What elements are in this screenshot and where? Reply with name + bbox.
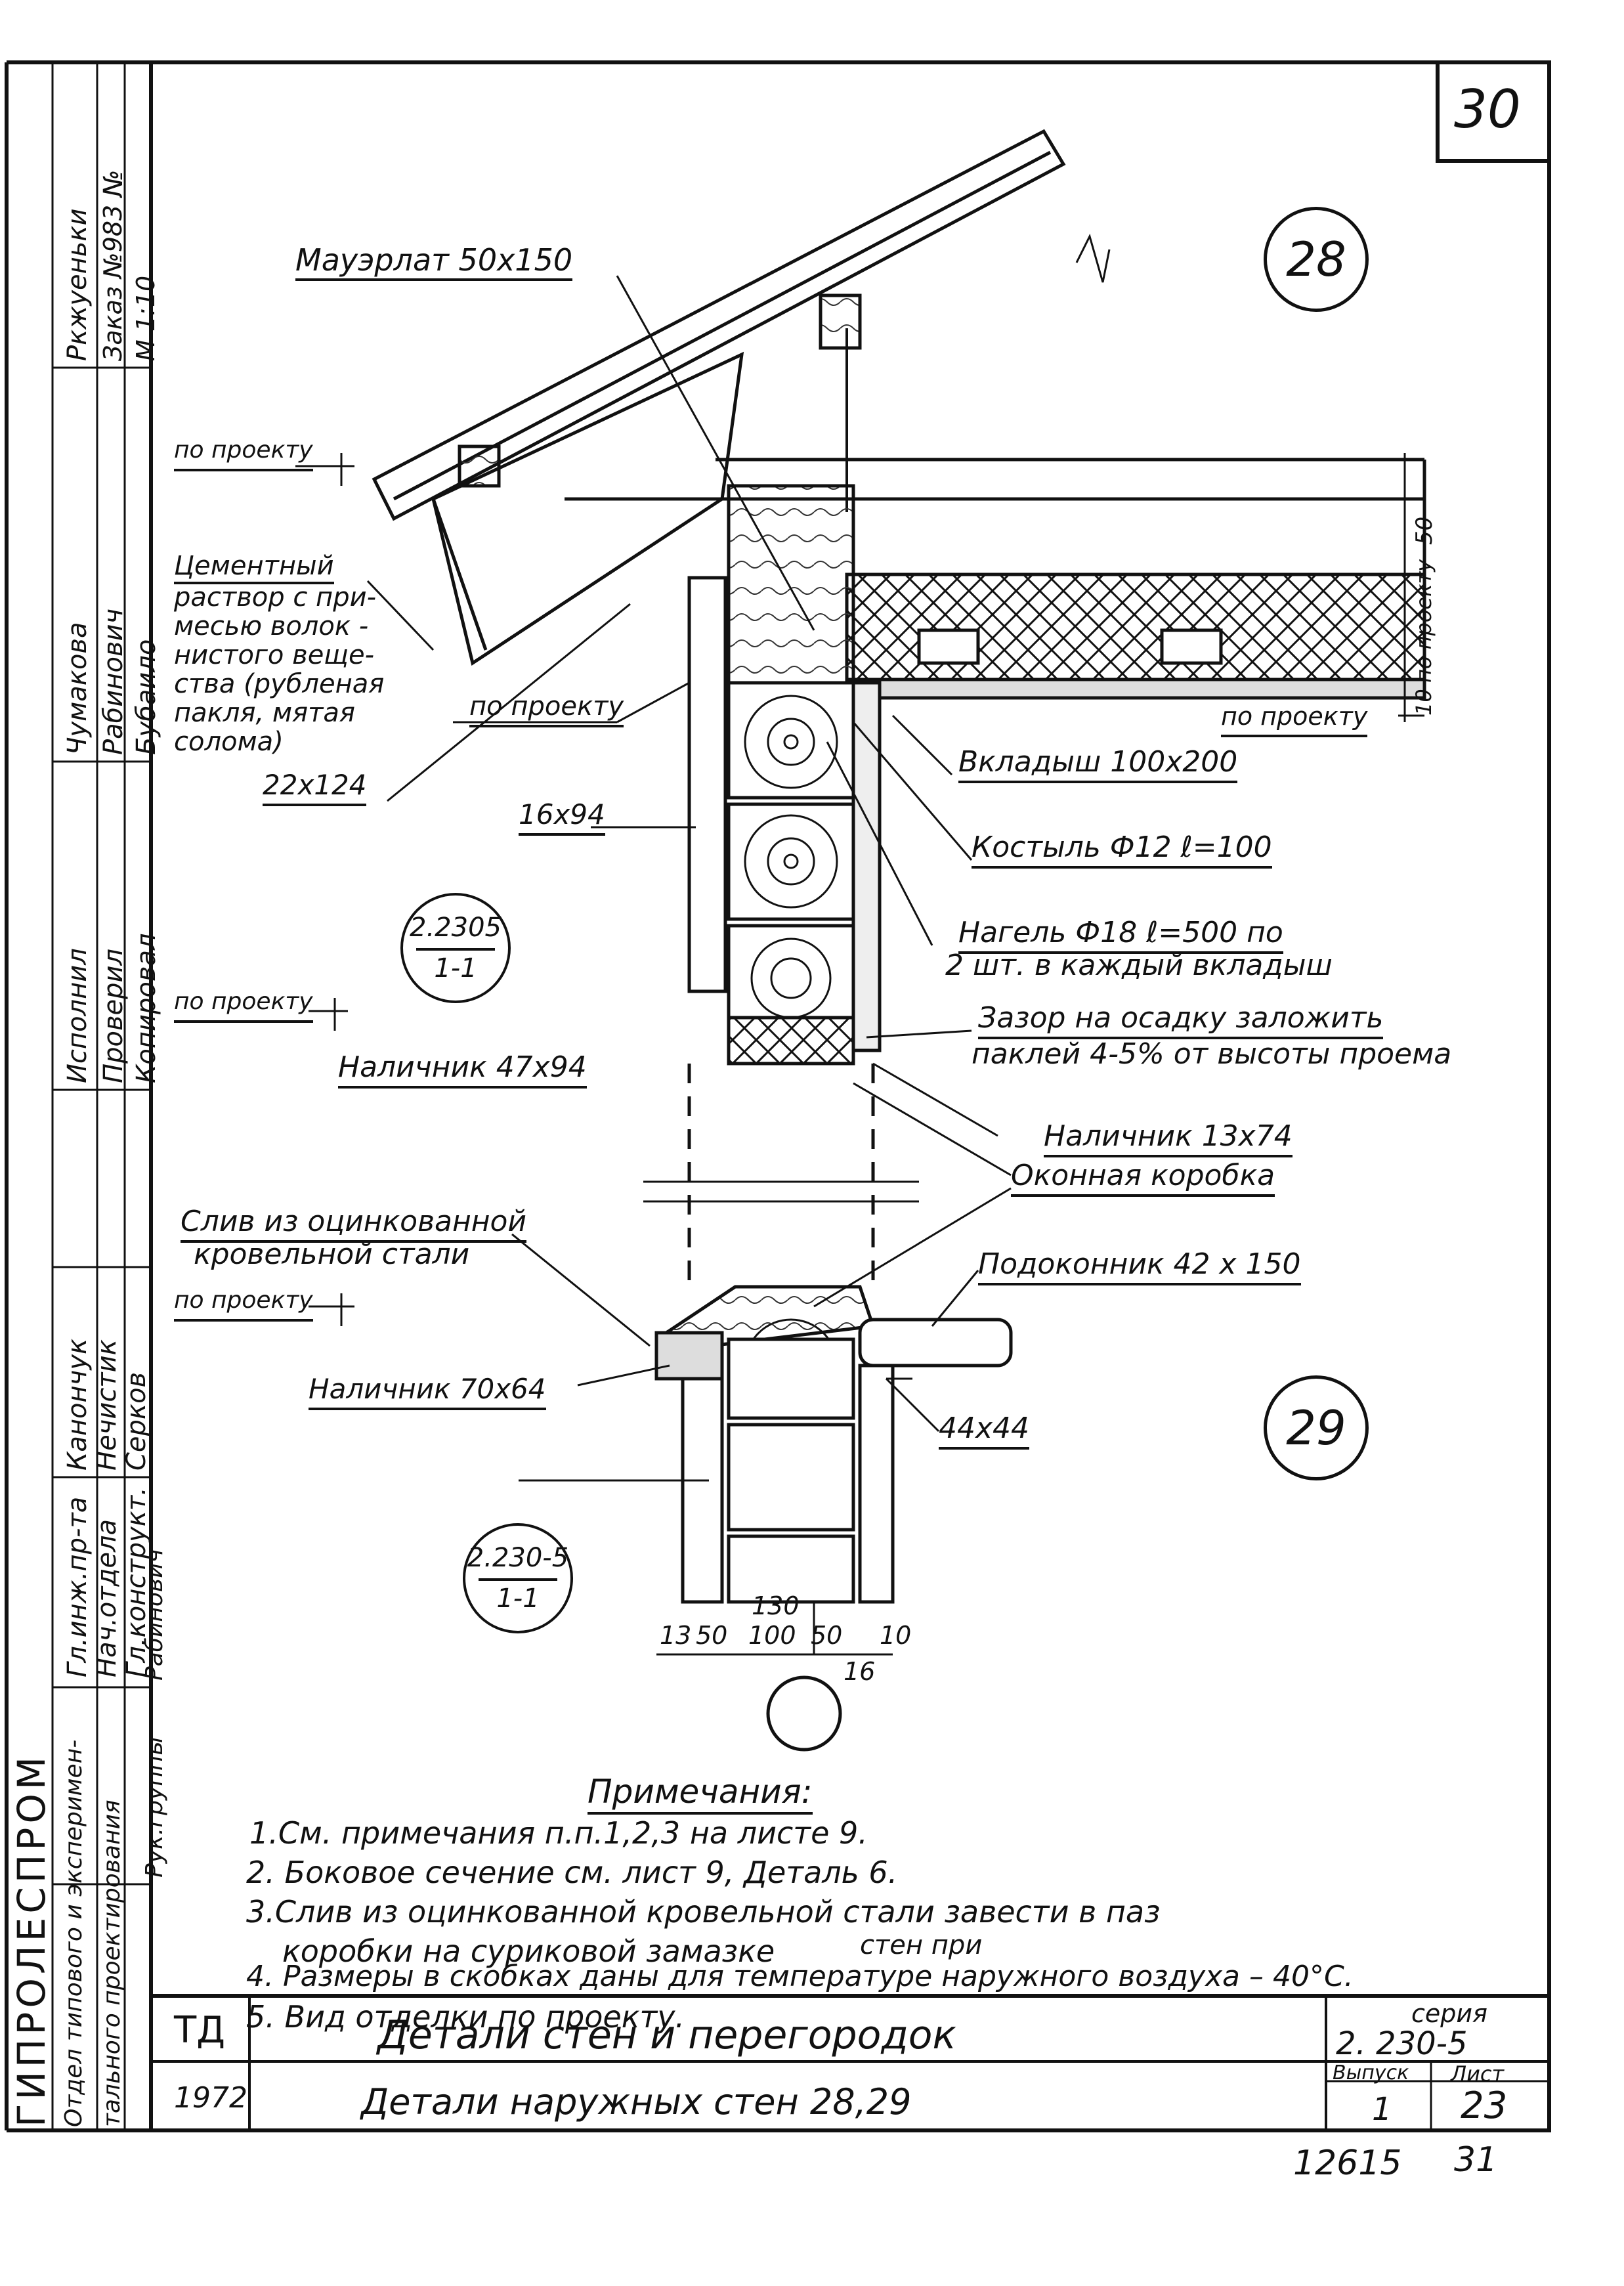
title-block-sheet-label: Лист bbox=[1451, 2061, 1505, 2086]
label-nalichnik-47x94: Наличник 47х94 bbox=[338, 1050, 587, 1089]
title-block-series-label: серия bbox=[1411, 1999, 1487, 2028]
label-nalichnik-13x74: Наличник 13х74 bbox=[1044, 1119, 1293, 1157]
note-overlay: стен при bbox=[860, 1930, 983, 1960]
scale: М 1:10 bbox=[131, 275, 160, 361]
label-dim-10-vert: 10 bbox=[1411, 689, 1436, 716]
label-nalichnik-70x64: Наличник 70х64 bbox=[309, 1372, 546, 1410]
section-callout-2-ref: 2.230-5 bbox=[467, 1543, 569, 1573]
name-rabinovich-b: Рабинович bbox=[98, 608, 129, 755]
name-nechistik: Нечистик bbox=[92, 1339, 122, 1471]
name-rabinovich-a: Рабинович bbox=[141, 1549, 168, 1681]
dim-50-b: 50 bbox=[811, 1621, 843, 1650]
dim-13: 13 bbox=[660, 1621, 692, 1650]
name-serkov: Серков bbox=[121, 1371, 152, 1471]
note-5: 5. Вид отделки по проекту. bbox=[246, 1999, 685, 2035]
dim-130: 130 bbox=[752, 1591, 800, 1620]
leader-lines bbox=[295, 275, 1424, 1482]
label-44x44: 44х44 bbox=[939, 1412, 1030, 1450]
label-po-proektu-2: по проекту bbox=[469, 689, 624, 727]
label-sliv-1: Слив из оцинкованной bbox=[181, 1205, 527, 1243]
title-block-series: 2. 230-5 bbox=[1336, 2025, 1468, 2062]
role-group-lead: Рук.группы bbox=[141, 1736, 168, 1878]
sheet-frame bbox=[5, 60, 1551, 2132]
name-bubailo: Бубаило bbox=[131, 639, 161, 755]
section-callout-2: 2.230-5 1-1 bbox=[463, 1523, 573, 1633]
detail-29-marker: 29 bbox=[1264, 1375, 1369, 1480]
label-cement-5: пакля, мятая bbox=[174, 698, 355, 728]
label-sliv-2: кровельной стали bbox=[194, 1238, 470, 1271]
note-2: 2. Боковое сечение см. лист 9, Деталь 6. bbox=[246, 1855, 898, 1890]
label-cement-4: ства (рубленая bbox=[174, 669, 385, 699]
ceiling-insulation bbox=[845, 572, 1426, 700]
label-po-proektu-5: по проекту bbox=[174, 1283, 313, 1322]
role-copied: Копировал bbox=[131, 933, 161, 1083]
role-head-department: Нач.отдела bbox=[92, 1519, 122, 1677]
note-1: 1.См. примечания п.п.1,2,3 на листе 9. bbox=[249, 1815, 868, 1851]
strip-misc-1: Ркжуеньки bbox=[62, 208, 93, 361]
label-nagel-2: 2 шт. в каждый вкладыш bbox=[945, 949, 1333, 982]
label-zazor-1: Зазор на осадку заложить bbox=[978, 1001, 1384, 1039]
title-block-sheet: 23 bbox=[1461, 2084, 1508, 2127]
role-executed: Исполнил bbox=[62, 948, 93, 1083]
detail-28-marker: 28 bbox=[1264, 207, 1369, 312]
label-kostyl: Костыль Ф12 ℓ=100 bbox=[972, 830, 1272, 869]
role-chief-engineer: Гл.инж.пр-та bbox=[62, 1496, 93, 1677]
label-board-16x94: 16х94 bbox=[519, 798, 605, 836]
section-callout-1: 2.2305 1-1 bbox=[400, 893, 511, 1003]
label-mauerlat: Мауэрлат 50х150 bbox=[295, 243, 573, 281]
title-block-code: ТД bbox=[174, 2009, 225, 2052]
label-cement-3: нистого веще- bbox=[174, 640, 375, 670]
department-line-1: Отдел типового и эксперимен- bbox=[60, 1739, 87, 2127]
title-block-issue-label: Выпуск bbox=[1333, 2061, 1409, 2084]
note-3-cont: коробки на суриковой замазке bbox=[282, 1933, 775, 1969]
footer-page: 31 bbox=[1454, 2140, 1498, 2180]
role-checked: Проверил bbox=[98, 948, 129, 1083]
dim-10: 10 bbox=[880, 1621, 912, 1650]
title-block-issue: 1 bbox=[1372, 2091, 1392, 2128]
notes-title: Примечания: bbox=[588, 1773, 813, 1815]
archive-number: 12615 bbox=[1293, 2144, 1402, 2183]
label-cement-2: месью волок - bbox=[174, 611, 369, 641]
org-name: ГИПРОЛЕСПРОМ bbox=[9, 1752, 54, 2127]
label-podokonnik: Подоконник 42 х 150 bbox=[978, 1247, 1301, 1285]
note-3: 3.Слив из оцинкованной кровельной стали … bbox=[246, 1894, 1161, 1930]
label-cement-1: раствор с при- bbox=[174, 582, 377, 613]
title-block-title: Детали стен и перегородок bbox=[377, 2012, 956, 2058]
label-vkladysh: Вкладыш 100х200 bbox=[958, 745, 1238, 783]
label-po-proektu-4: по проекту bbox=[174, 985, 313, 1023]
label-nagel-1: Нагель Ф18 ℓ=500 по bbox=[958, 916, 1283, 954]
label-board-22x124: 22х124 bbox=[263, 768, 367, 806]
name-kanonchuk: Канончук bbox=[62, 1338, 93, 1471]
dim-16: 16 bbox=[844, 1657, 876, 1686]
order-number: Заказ №983 bbox=[98, 204, 127, 361]
dim-100: 100 bbox=[748, 1621, 796, 1650]
label-po-proektu-3: по проекту bbox=[1221, 699, 1368, 737]
title-block-year: 1972 bbox=[174, 2081, 247, 2115]
sheet-number: 30 bbox=[1454, 79, 1521, 140]
label-okonnaya-korobka: Оконная коробка bbox=[1011, 1159, 1275, 1197]
section-callout-1-cut: 1-1 bbox=[434, 953, 477, 983]
name-chumakova: Чумакова bbox=[62, 622, 93, 756]
strip-misc-2: № bbox=[98, 169, 129, 197]
department-line-2: тального проектирования bbox=[98, 1800, 125, 2127]
note-4: 4. Размеры в скобках даны для температур… bbox=[246, 1960, 1354, 1993]
label-po-proektu-vert: по проекту bbox=[1411, 559, 1436, 683]
label-zazor-2: паклей 4-5% от высоты проема bbox=[972, 1037, 1452, 1071]
section-callout-1-ref: 2.2305 bbox=[410, 913, 502, 943]
label-cement-0: Цементный bbox=[174, 551, 334, 584]
title-block-subtitle: Детали наружных стен 28,29 bbox=[361, 2081, 912, 2123]
log-wall bbox=[643, 484, 1013, 1752]
sheet-number-box bbox=[1436, 60, 1551, 163]
dim-50-a: 50 bbox=[696, 1621, 728, 1650]
label-dim-50-vert: 50 bbox=[1411, 516, 1438, 545]
label-cement-6: солома) bbox=[174, 727, 284, 757]
section-callout-2-cut: 1-1 bbox=[496, 1584, 540, 1614]
roof bbox=[372, 129, 1426, 666]
label-po-proektu-1: по проекту bbox=[174, 433, 313, 471]
